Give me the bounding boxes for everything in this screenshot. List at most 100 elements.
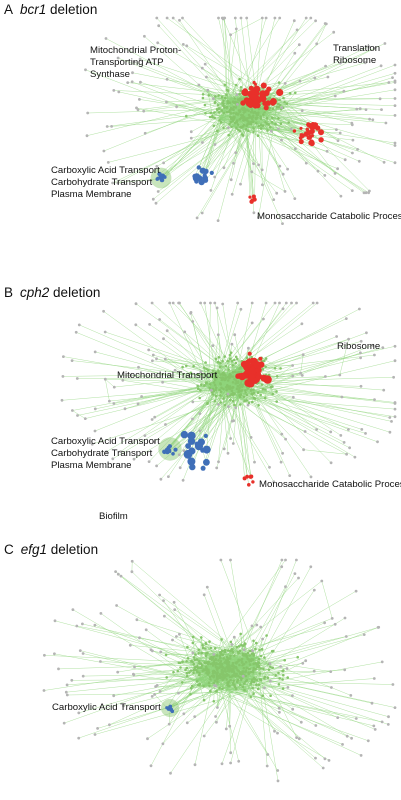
node — [235, 662, 238, 665]
edge — [154, 382, 217, 418]
node — [237, 112, 240, 116]
edge — [230, 382, 356, 458]
node — [292, 19, 296, 23]
node — [259, 654, 263, 658]
node — [215, 654, 219, 657]
node — [234, 674, 237, 678]
node — [222, 371, 225, 375]
node — [218, 365, 222, 369]
node — [165, 100, 168, 104]
node — [185, 44, 189, 48]
node — [237, 645, 241, 648]
node — [323, 757, 327, 761]
node — [252, 162, 255, 166]
cluster-label: Plasma Membrane — [51, 189, 132, 200]
node — [272, 480, 276, 484]
node — [258, 648, 261, 652]
node — [247, 671, 251, 675]
node — [198, 396, 201, 400]
node — [230, 125, 233, 129]
node — [228, 724, 232, 728]
node — [43, 653, 46, 657]
node — [292, 129, 297, 133]
node — [226, 451, 230, 455]
node — [284, 301, 288, 305]
node — [198, 682, 202, 686]
edge — [140, 58, 257, 98]
node — [246, 403, 250, 407]
node — [108, 723, 111, 727]
edge — [137, 382, 213, 405]
node — [277, 683, 281, 686]
edge — [229, 17, 280, 99]
edge — [107, 108, 240, 127]
node — [212, 124, 216, 128]
node — [293, 51, 297, 55]
node — [260, 168, 264, 172]
node — [236, 128, 240, 131]
node — [93, 350, 97, 354]
node — [238, 110, 242, 113]
node — [236, 371, 239, 374]
node — [381, 346, 385, 349]
node — [220, 109, 224, 112]
node — [217, 371, 220, 374]
node — [245, 666, 248, 669]
node — [166, 448, 172, 453]
node — [263, 359, 266, 363]
node — [198, 671, 201, 675]
node — [186, 645, 189, 649]
node — [229, 751, 233, 755]
node — [196, 670, 199, 673]
node — [246, 122, 249, 126]
node — [291, 707, 295, 711]
node — [214, 388, 217, 392]
node — [299, 371, 302, 375]
node — [281, 222, 284, 226]
node — [227, 133, 230, 137]
node — [355, 107, 359, 111]
node — [122, 704, 125, 708]
node — [358, 307, 361, 311]
node — [203, 433, 208, 438]
edge — [87, 108, 248, 114]
node — [336, 716, 340, 719]
node — [391, 683, 395, 686]
node — [272, 649, 275, 653]
node — [236, 98, 240, 101]
node — [393, 88, 397, 92]
node — [333, 622, 337, 626]
node — [353, 455, 357, 459]
node — [242, 666, 246, 670]
node — [250, 367, 254, 372]
node — [261, 183, 264, 187]
node — [350, 189, 354, 193]
node — [278, 301, 281, 305]
edge — [227, 580, 322, 655]
edge — [246, 658, 331, 672]
node — [144, 628, 148, 632]
node — [155, 177, 160, 181]
node — [303, 430, 307, 433]
node — [259, 667, 263, 670]
node — [309, 475, 313, 479]
edge — [261, 111, 310, 126]
node — [301, 661, 305, 665]
node — [219, 652, 223, 656]
node — [90, 442, 94, 446]
node — [233, 97, 237, 100]
node — [231, 442, 235, 445]
node — [241, 685, 245, 689]
title-suffix: deletion — [49, 285, 101, 300]
node — [327, 759, 331, 762]
node — [201, 96, 205, 100]
node — [143, 34, 146, 38]
edge — [244, 379, 290, 476]
node — [237, 669, 240, 673]
edge — [200, 371, 228, 397]
node — [263, 105, 269, 111]
node — [160, 178, 164, 182]
node — [232, 419, 236, 423]
node — [200, 664, 204, 667]
node — [61, 375, 65, 378]
